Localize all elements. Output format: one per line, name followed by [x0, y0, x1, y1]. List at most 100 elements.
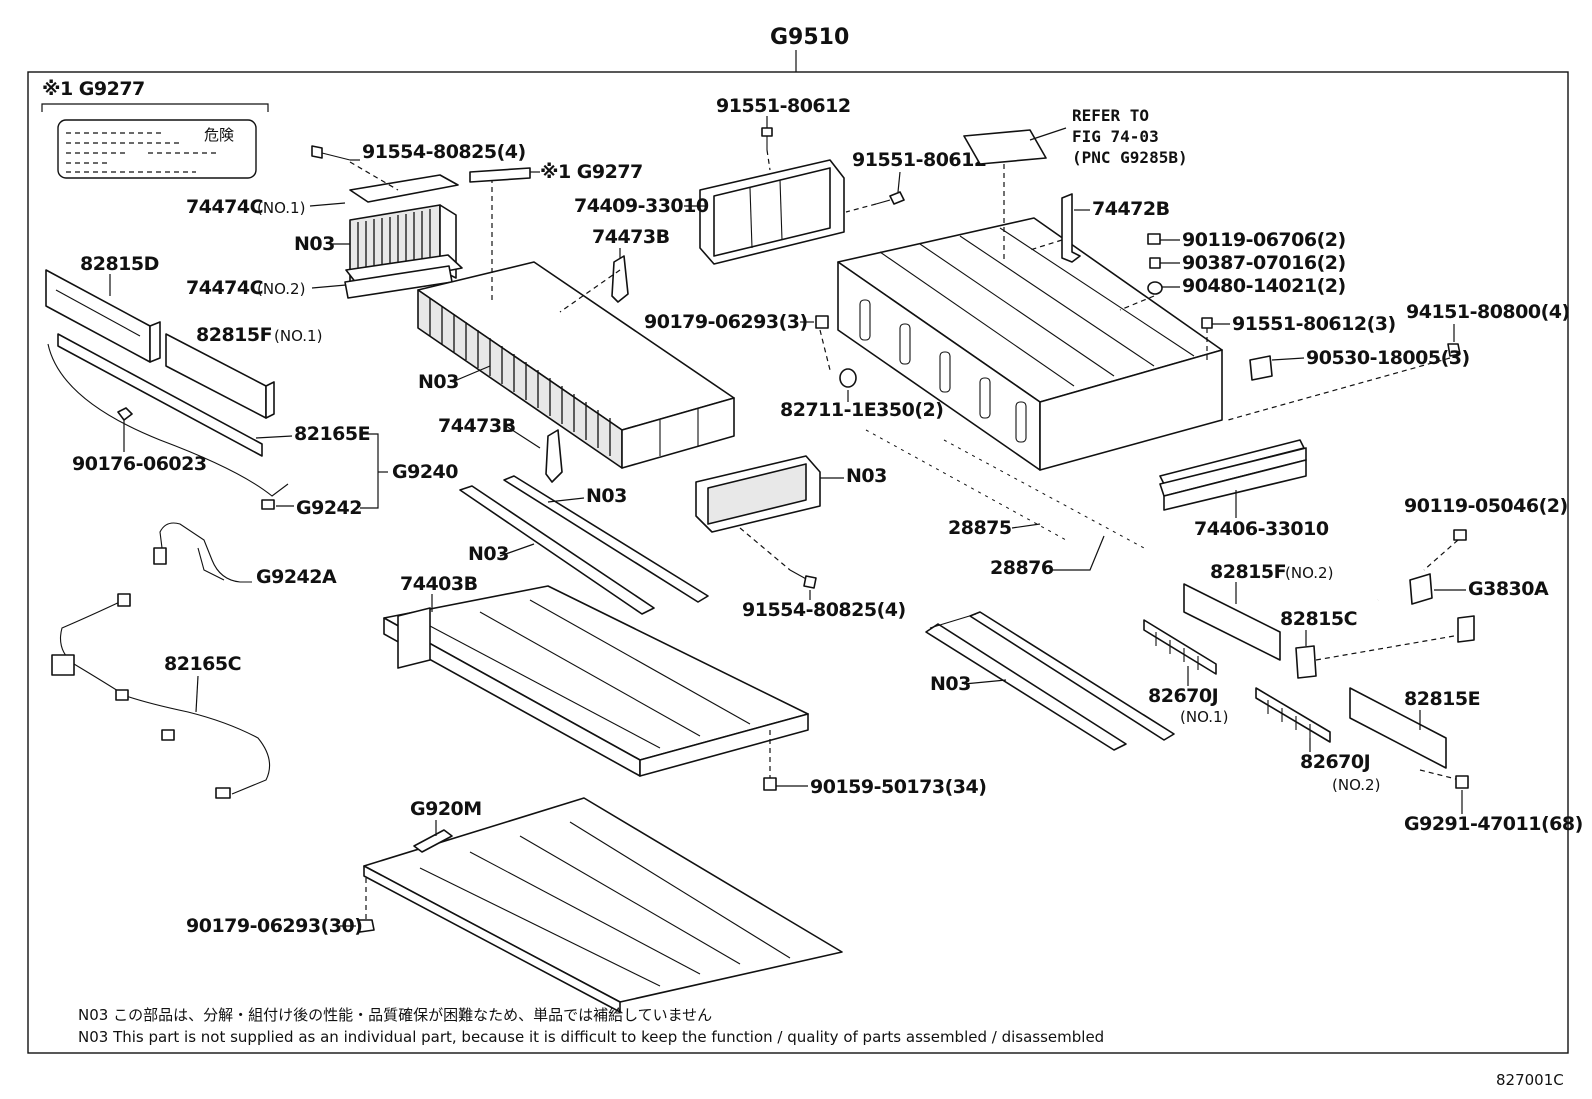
battery-case-upper [837, 217, 1223, 471]
label-g9291-47011[interactable]: G9291-47011(68) [1404, 813, 1583, 835]
warning-label-plate [57, 119, 257, 179]
assembly-code: G9510 [770, 25, 849, 50]
label-82815f-no2[interactable]: 82815F [1210, 561, 1287, 583]
duct-28876 [940, 436, 1148, 552]
dash-82815c [1315, 635, 1455, 661]
tie-rod-n03-2 [503, 475, 709, 603]
label-74409-33010[interactable]: 74409-33010 [574, 195, 709, 217]
leader-74474c-no2 [311, 284, 347, 289]
spacer-74473b-top [611, 255, 629, 303]
dash-90179-3 [819, 329, 831, 371]
label-91551-80612-mid[interactable]: 91551-80612 [852, 149, 987, 171]
harness-g9242a [153, 522, 252, 583]
label-n03-top-module[interactable]: N03 [294, 233, 335, 255]
nut-g9291-47011-icon [1455, 775, 1469, 789]
label-91554-80825-bot[interactable]: 91554-80825(4) [742, 599, 906, 621]
label-82670j-no1[interactable]: 82670J [1148, 685, 1219, 707]
label-74473b-mid[interactable]: 74473B [438, 415, 516, 437]
leader-refer [1029, 127, 1067, 141]
label-90119-06706[interactable]: 90119-06706(2) [1182, 229, 1346, 251]
label-82815d[interactable]: 82815D [80, 253, 159, 275]
bottom-cover-g920m [363, 797, 843, 1013]
duct-28875 [862, 426, 1070, 544]
label-28876[interactable]: 28876 [990, 557, 1054, 579]
label-94151-80800[interactable]: 94151-80800(4) [1406, 301, 1570, 323]
label-90387-07016[interactable]: 90387-07016(2) [1182, 252, 1346, 274]
label-82670j-no2[interactable]: 82670J [1300, 751, 1371, 773]
label-n03-rod1[interactable]: N03 [586, 485, 627, 507]
label-74406-33010[interactable]: 74406-33010 [1194, 518, 1329, 540]
bracket-74409-33010 [699, 159, 845, 265]
nut-90179-06293-30-icon [357, 919, 375, 933]
label-82165c[interactable]: 82165C [164, 653, 242, 675]
bolt-90119-05046-icon [1453, 529, 1467, 541]
upper-cell-module [344, 174, 463, 299]
label-82711-1e350[interactable]: 82711-1E350(2) [780, 399, 944, 421]
label-74403b[interactable]: 74403B [400, 573, 478, 595]
label-n03-stack[interactable]: N03 [418, 371, 459, 393]
label-82815e[interactable]: 82815E [1404, 688, 1481, 710]
dash-91554-top [349, 161, 399, 191]
tie-rod-n03-1 [459, 485, 655, 615]
leader-90530 [1271, 357, 1305, 361]
connector-82815c [1295, 645, 1317, 679]
label-82815f-no2-sub: (NO.2) [1285, 564, 1333, 582]
label-91554-80825-top[interactable]: 91554-80825(4) [362, 141, 526, 163]
spacer-74473b-mid [545, 429, 563, 483]
dash-90119-05046 [1423, 539, 1459, 571]
label-90159-50173[interactable]: 90159-50173(34) [810, 776, 987, 798]
label-74474c-no2[interactable]: 74474C [186, 277, 264, 299]
footnote-jp: N03 この部品は、分解・組付け後の性能・品質確保が困難なため、単品では補給して… [78, 1006, 712, 1024]
label-90179-06293-3[interactable]: 90179-06293(3) [644, 311, 808, 333]
diagram-frame [27, 71, 1569, 1054]
label-90179-06293-30[interactable]: 90179-06293(30) [186, 915, 363, 937]
nut-94151-80800-icon [1447, 343, 1461, 357]
label-g9242[interactable]: G9242 [296, 497, 362, 519]
bolt-91554-80825-top-icon [311, 145, 351, 161]
bolt-91554-80825-bot-icon [789, 569, 817, 589]
dash-fasteners [1119, 295, 1155, 311]
cover-82815d [45, 269, 161, 363]
warning-bracket [41, 103, 269, 112]
dash-91551-mid [845, 203, 877, 213]
label-90119-05046[interactable]: 90119-05046(2) [1404, 495, 1568, 517]
label-g9277-mid[interactable]: ※1 G9277 [540, 161, 643, 183]
warning-kanji: 危険 [204, 126, 234, 144]
label-28875[interactable]: 28875 [948, 517, 1012, 539]
label-74472b[interactable]: 74472B [1092, 198, 1170, 220]
label-82165e[interactable]: 82165E [294, 423, 371, 445]
refer-line1: REFER TO [1072, 106, 1149, 125]
label-n03-rod2[interactable]: N03 [468, 543, 509, 565]
label-90176-06023[interactable]: 90176-06023 [72, 453, 207, 475]
lower-tray-74403b [383, 585, 809, 777]
harness-82165c [51, 593, 271, 799]
label-g920m[interactable]: G920M [410, 798, 482, 820]
leader-n03-stack [451, 365, 491, 383]
label-74474c-no1[interactable]: 74474C [186, 196, 264, 218]
label-n03-bottom-rod[interactable]: N03 [930, 673, 971, 695]
label-g9240[interactable]: G9240 [392, 461, 459, 483]
terminal-82670j-no1 [1143, 619, 1217, 675]
label-90530-18005[interactable]: 90530-18005(3) [1306, 347, 1470, 369]
label-82815f-no1[interactable]: 82815F [196, 324, 273, 346]
warning-label-text-lines [66, 132, 220, 173]
leader-82165e [255, 435, 293, 439]
clamp-82711-1e350-icon [839, 368, 857, 388]
footnote-en: N03 This part is not supplied as an indi… [78, 1028, 1104, 1046]
label-g3830a[interactable]: G3830A [1468, 578, 1549, 600]
label-82815c[interactable]: 82815C [1280, 608, 1358, 630]
label-g9242a[interactable]: G9242A [256, 566, 337, 588]
dash-91551-top [766, 149, 771, 171]
bolt-91551-80612-mid-icon [875, 191, 905, 205]
cover-82815f-no2 [1183, 583, 1281, 661]
label-g9277-sticker [469, 167, 531, 183]
dash-74473b-top [559, 269, 621, 313]
label-91551-80612-3[interactable]: 91551-80612(3) [1232, 313, 1396, 335]
label-n03-bracket[interactable]: N03 [846, 465, 887, 487]
label-74473b-top[interactable]: 74473B [592, 226, 670, 248]
refer-sheet [963, 129, 1047, 165]
label-90480-14021[interactable]: 90480-14021(2) [1182, 275, 1346, 297]
leader-n03-rod2 [499, 543, 535, 557]
label-91551-80612-top[interactable]: 91551-80612 [716, 95, 851, 117]
dash-g9291 [1419, 769, 1461, 781]
